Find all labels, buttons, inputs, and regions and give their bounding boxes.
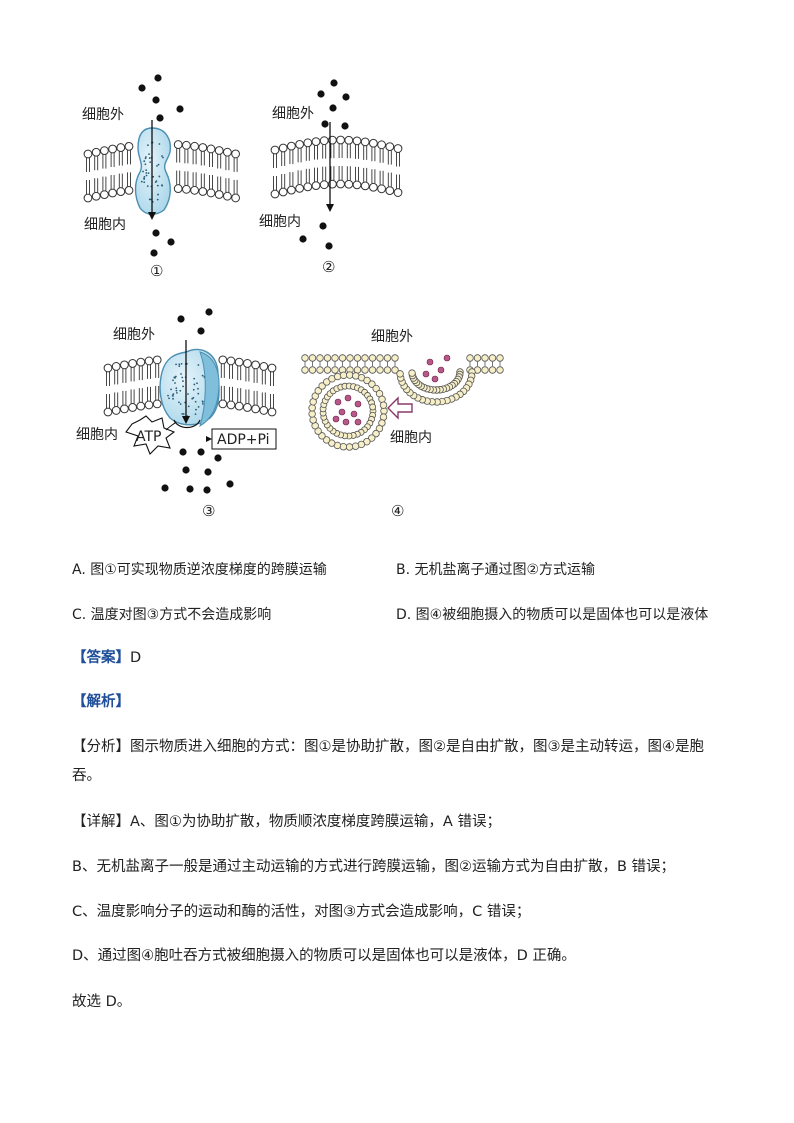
panel-2-free-diffusion: 细胞外 细胞内 ② [259, 79, 350, 276]
answer-line: 【答案】D [72, 647, 141, 669]
transport-arrow [182, 416, 190, 424]
membrane-transport-figure: 细胞外 细胞内 ① 细胞外 细胞内 ② 细胞外 细胞内 [76, 74, 504, 520]
transport-arrow [148, 212, 156, 220]
analysis-heading: 【解析】 [72, 691, 130, 713]
panel-3-active-transport: 细胞外 细胞内 ATP ADP+Pi ③ [76, 308, 277, 520]
xiangjie-line-d: D、通过图④胞吐吞方式被细胞摄入的物质可以是固体也可以是液体，D 正确。 [72, 948, 576, 964]
answer-value: D [130, 650, 142, 666]
fenxi-line-1: 【分析】图示物质进入细胞的方式：图①是协助扩散，图②是自由扩散，图③是主动转运，… [72, 736, 704, 758]
panel-2-outside-label: 细胞外 [272, 106, 314, 122]
atp-label: ATP [136, 429, 161, 445]
panel-1-outside-label: 细胞外 [82, 107, 124, 123]
option-c: C. 温度对图③方式不会造成影响 [72, 607, 272, 623]
panel-1-molecules [138, 74, 184, 257]
fenxi-text-1: 图示物质进入细胞的方式：图①是协助扩散，图②是自由扩散，图③是主动转运，图④是胞 [130, 739, 704, 755]
panel-3-inside-label: 细胞内 [76, 427, 118, 443]
xiangjie-text-a: A、图①为协助扩散，物质顺浓度梯度跨膜运输，A 错误； [130, 814, 501, 830]
panel-2-molecules [299, 79, 350, 250]
invaginating-membrane [301, 354, 504, 406]
panel-1-number: ① [150, 262, 163, 280]
protein-texture-dots [140, 141, 164, 203]
xiangjie-line-a: 【详解】A、图①为协助扩散，物质顺浓度梯度跨膜运输，A 错误； [72, 811, 501, 833]
analysis-tag: 【解析】 [72, 694, 130, 710]
xiangjie-line-c: C、温度影响分子的运动和酶的活性，对图③方式会造成影响，C 错误； [72, 904, 531, 920]
answer-tag: 【答案】 [72, 650, 130, 666]
option-a: A. 图①可实现物质逆浓度梯度的跨膜运输 [72, 562, 327, 578]
panel-4-inside-label: 细胞内 [390, 430, 432, 446]
panel-1-inside-label: 细胞内 [84, 217, 126, 233]
fenxi-tag: 【分析】 [72, 739, 130, 755]
option-d: D. 图④被细胞摄入的物质可以是固体也可以是液体 [396, 607, 709, 623]
xiangjie-tag: 【详解】 [72, 814, 130, 830]
option-b: B. 无机盐离子通过图②方式运输 [396, 562, 596, 578]
panel-4-outside-label: 细胞外 [371, 329, 413, 345]
fenxi-line-2: 吞。 [72, 768, 101, 784]
panel-3-number: ③ [202, 502, 215, 520]
vesicle-cargo [332, 354, 451, 426]
phospholipid-bilayers [83, 135, 403, 417]
inward-arrow-icon [387, 396, 413, 420]
endocytic-vesicle [308, 371, 388, 451]
conclusion-line: 故选 D。 [72, 994, 132, 1010]
panel-1-facilitated-diffusion: 细胞外 细胞内 ① [82, 74, 184, 280]
xiangjie-line-b: B、无机盐离子一般是通过主动运输的方式进行跨膜运输，图②运输方式为自由扩散，B … [72, 859, 675, 875]
diffusion-arrow [326, 204, 334, 212]
adp-label: ADP+Pi [217, 432, 270, 448]
panel-4-number: ④ [391, 502, 404, 520]
atp-burst [125, 415, 176, 455]
panel-2-number: ② [322, 258, 335, 276]
panel-2-inside-label: 细胞内 [259, 214, 301, 230]
panel-4-endocytosis: 细胞外 细胞内 ④ [301, 329, 504, 520]
panel-3-outside-label: 细胞外 [113, 327, 155, 343]
panel-3-molecules [161, 308, 234, 494]
